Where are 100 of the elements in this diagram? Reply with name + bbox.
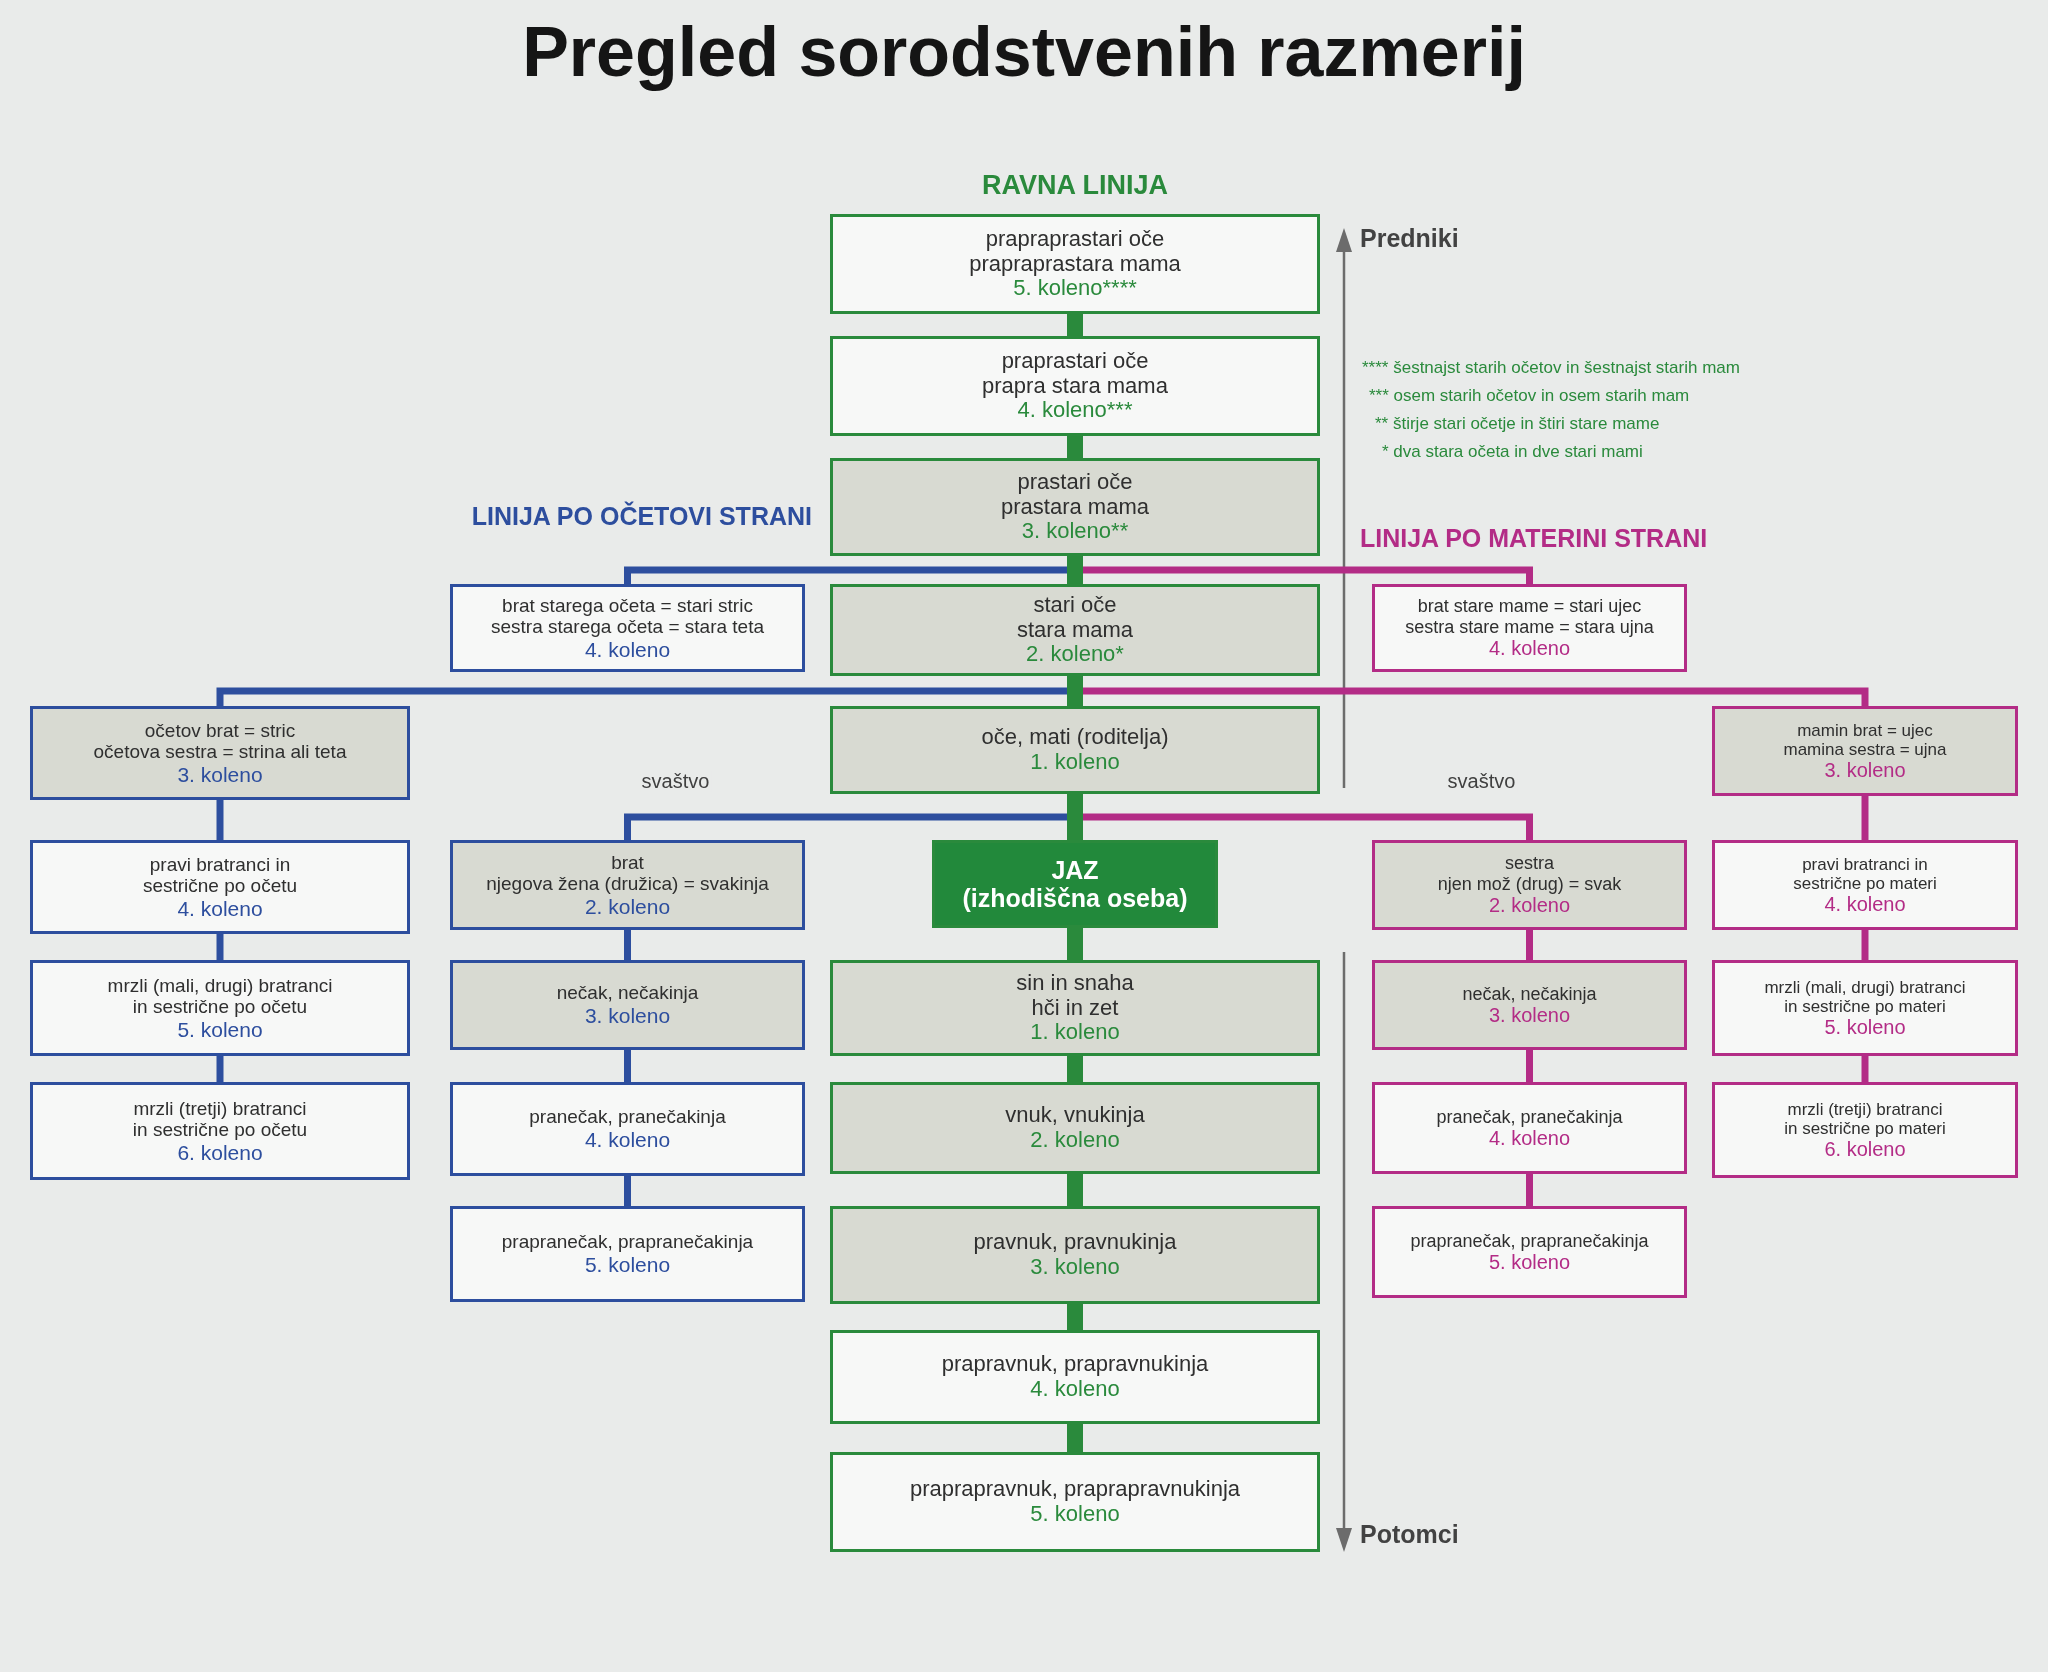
relation-box [830,458,1320,556]
connector-line [216,800,224,840]
relation-name: sin in snaha [1016,970,1134,996]
degree-label: 3. koleno [1488,1003,1571,1027]
relation-name: brat [611,851,644,874]
degree-label: 5. koleno [1824,1015,1906,1039]
degree-label: 4. koleno [1824,892,1906,916]
connector-line [1067,676,1083,706]
relation-name: pravi bratranci in sestrične po očetu [141,853,299,897]
degree-label: 6. koleno [177,1140,263,1165]
relation-box [1712,1082,2018,1178]
relation-box [830,214,1320,314]
relation-box [1372,584,1687,672]
relation-name: mamina sestra = ujna [1783,739,1947,759]
relation-name: sestra starega očeta = stara teta [491,616,764,638]
relation-name: pranečak, pranečakinja [529,1106,726,1128]
degree-label: 4. koleno [584,1127,671,1152]
relation-name: praprastari oče [1001,348,1149,374]
footnote: **** šestnajst starih očetov in šestnajst starih mam [1362,358,1740,378]
connector-line [1526,930,1533,960]
degree-label: 5. koleno [1030,1502,1120,1527]
relation-box [450,584,805,672]
relation-name: nečak, nečakinja [1462,983,1597,1004]
relation-name: brat stare mame = stari ujec [1417,596,1642,617]
connector-line [1861,930,1869,960]
connector-line [216,934,224,960]
self-subtitle: (izhodiščna oseba) [962,884,1188,913]
relation-name: stari oče [1033,592,1117,618]
relation-box [30,840,410,934]
connector-line [1861,796,1869,840]
relation-name: mrzli (mali, drugi) bratranci in sestrične po očetu [106,974,334,1018]
relation-name: njen mož (drug) = svak [1437,873,1622,895]
footnote: * dva stara očeta in dve stari mami [1382,442,1643,462]
connector-line [1067,1304,1083,1330]
relation-name: prapravnuk, prapravnukinja [941,1352,1209,1377]
connector-line [1067,556,1083,584]
degree-label: 1. koleno [1030,1020,1120,1046]
relation-box [1372,840,1687,930]
section-heading: RAVNA LINIJA [982,170,1168,202]
degree-label: 3. koleno** [1021,519,1129,545]
footnote: *** osem starih očetov in osem starih mam [1369,386,1690,406]
relation-name: očetova sestra = strina ali teta [93,741,347,763]
connector-line [1067,1056,1083,1082]
relation-box [30,706,410,800]
relation-box [830,1452,1320,1552]
relation-name: prapranečak, prapranečakinja [1410,1230,1649,1251]
relation-name: pravi bratranci in sestrične po materi [1792,854,1938,893]
degree-label: 4. koleno [1488,637,1571,660]
relation-box [30,1082,410,1180]
relation-name: stara mama [1016,617,1134,643]
connector-line [624,930,631,960]
degree-label: 1. koleno [1030,750,1120,775]
degree-label: 4. koleno [1488,1126,1571,1150]
relation-name: prastari oče [1017,469,1133,495]
relation-box [1712,840,2018,930]
self-label: JAZ [1051,855,1099,884]
relation-box [1712,706,2018,796]
title: Pregled sorodstvenih razmerij [522,12,1526,93]
degree-label: 3. koleno [584,1003,671,1028]
degree-label: 4. koleno [1030,1377,1120,1402]
relation-name: prapraprastari oče [985,226,1165,252]
relation-name: mamin brat = ujec [1797,720,1933,740]
relation-box [830,1330,1320,1424]
degree-label: 4. koleno [177,896,263,921]
relation-name: njegova žena (družica) = svakinja [486,873,769,895]
relation-box [1372,1082,1687,1174]
degree-label: 5. koleno [177,1017,263,1042]
degree-label: 3. koleno [1824,758,1906,782]
relation-box [1712,960,2018,1056]
relation-name: nečak, nečakinja [556,982,699,1004]
degree-label: 4. koleno*** [1017,398,1133,424]
connector-line [1067,436,1083,458]
relation-name: mrzli (mali, drugi) bratranci in sestrične po materi [1763,977,1967,1016]
connector-line [1526,1050,1533,1082]
relation-box [830,1206,1320,1304]
relation-box [830,336,1320,436]
connector-line [1861,1056,1869,1082]
relation-box [450,1082,805,1176]
axis-label: Predniki [1360,224,1459,253]
relation-box [30,960,410,1056]
degree-label: 3. koleno [177,762,263,787]
relation-name: sestra stare mame = stara ujna [1405,616,1654,638]
degree-label: 6. koleno [1824,1137,1906,1161]
degree-label: 2. koleno [1030,1128,1120,1153]
degree-label: 2. koleno* [1026,642,1124,668]
relation-box [1372,960,1687,1050]
degree-label: 5. koleno**** [1013,276,1137,302]
relation-name: mrzli (tretji) bratranci in sestrične po očetu [131,1097,309,1141]
relation-box [450,960,805,1050]
relation-box [450,840,805,930]
relation-name: prapraprastara mama [969,251,1181,277]
relation-box [830,1082,1320,1174]
relation-name: vnuk, vnukinja [1005,1103,1145,1128]
self-box [932,840,1218,928]
degree-label: 4. koleno [584,637,671,662]
relation-box [450,1206,805,1302]
relation-name: praprapravnuk, praprapravnukinja [909,1477,1241,1502]
axis-label: Potomci [1360,1520,1459,1549]
relation-name: prapranečak, prapranečakinja [501,1231,754,1253]
relation-box [830,706,1320,794]
